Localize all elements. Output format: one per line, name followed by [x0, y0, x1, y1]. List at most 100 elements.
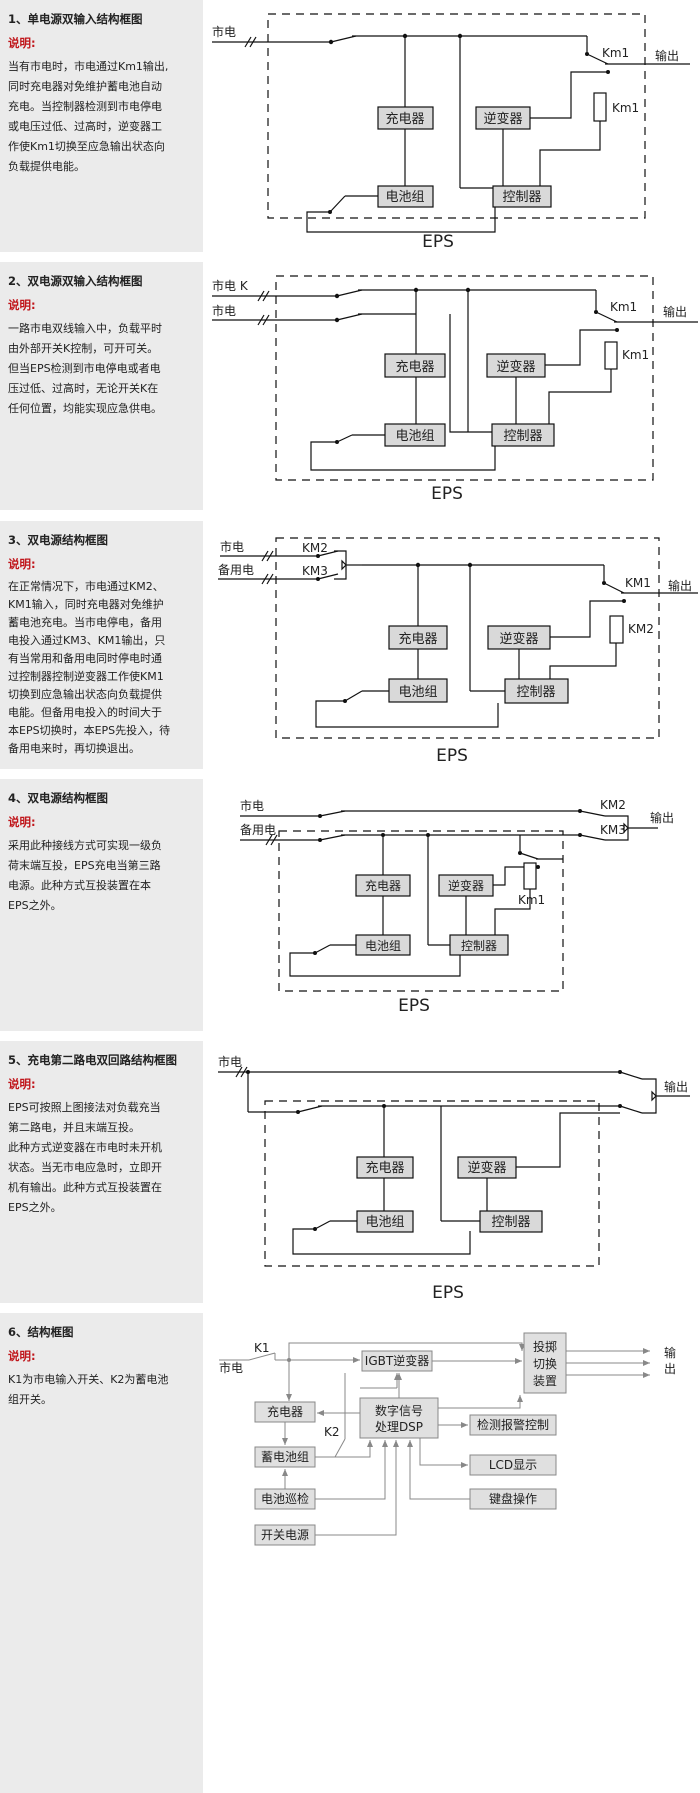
diagram-3: 市电 KM2 备用电 KM3 KM1 输出 充电器 电池组	[218, 537, 698, 766]
controller-box	[479, 1210, 543, 1233]
section-1: 1、单电源双输入结构框图 说明: 当有市电时，市电通过Km1输出, 同时充电器对…	[0, 0, 700, 262]
transfer-switch-label-3: 装置	[533, 1374, 557, 1388]
km3-label: KM3	[302, 564, 328, 578]
eps-label: EPS	[422, 232, 454, 252]
mains-label: 市电	[212, 303, 236, 318]
output-label: 输出	[650, 810, 674, 825]
dsp-label-1: 数字信号	[375, 1403, 423, 1418]
section-title: 2、双电源双输入结构框图	[8, 274, 143, 288]
transfer-switch-label-2: 切换	[533, 1357, 557, 1371]
section-2: 2、双电源双输入结构框图 说明: 一路市电双线输入中，负载平时 由外部开关K控制…	[0, 262, 700, 510]
eps-label: EPS	[431, 484, 463, 504]
km2-contact	[317, 550, 339, 557]
charger-label: 充电器	[267, 1404, 303, 1419]
description-text: 一路市电双线输入中，负载平时 由外部开关K控制，可开可关。 但当EPS检测到市电…	[8, 322, 162, 415]
inverter-label: 逆变器	[467, 1160, 506, 1176]
transfer-switch-label-1: 投掷	[533, 1339, 557, 1354]
description-panel-6: 6、结构框图 说明: K1为市电输入开关、K2为蓄电池 组开关。	[0, 1313, 203, 1793]
mains-switch	[297, 1105, 323, 1113]
section-3: 3、双电源结构框图 说明: 在正常情况下，市电通过KM2、 KM1输入，同时充电…	[0, 521, 700, 779]
lcd-display-box	[469, 1454, 557, 1476]
description-text: 采用此种接线方式可实现一级负 荷末端互投，EPS充电当第三路 电源。此种方式互投…	[8, 839, 162, 912]
description-label: 说明:	[8, 298, 36, 312]
lcd-display-label: LCD显示	[489, 1458, 537, 1472]
description-label: 说明:	[8, 1077, 36, 1091]
battery-switch	[329, 195, 346, 213]
eps-label: EPS	[398, 996, 430, 1016]
charger-box	[384, 353, 446, 378]
charger-label: 充电器	[365, 1160, 404, 1176]
controller-label: 控制器	[516, 685, 555, 700]
mains-label: 市电	[218, 1054, 242, 1069]
transfer-switch-box	[523, 1332, 567, 1394]
diagram-1: 市电 Km1 输出 充电器 电池组 逆变器 控制器 Km1 EPS	[212, 13, 690, 252]
output-label: 输出	[663, 304, 687, 319]
km3-contact	[579, 834, 606, 841]
eps-enclosure	[275, 275, 654, 481]
controller-label: 控制器	[461, 939, 497, 953]
inverter-label: 逆变器	[499, 631, 538, 647]
km1-label: Km1	[602, 46, 629, 60]
km3-contact	[317, 573, 339, 580]
km2-coil-label: KM2	[628, 622, 654, 636]
section-6: 6、结构框图 说明: K1为市电输入开关、K2为蓄电池 组开关。 K1 市电 I…	[0, 1313, 700, 1793]
eps-label: EPS	[436, 746, 468, 766]
km1-label: KM1	[625, 576, 651, 590]
description-panel-1: 1、单电源双输入结构框图 说明: 当有市电时，市电通过Km1输出, 同时充电器对…	[0, 0, 203, 252]
battery-label: 电池组	[398, 685, 437, 700]
description-label: 说明:	[8, 815, 36, 829]
output-label-2: 出	[664, 1362, 676, 1376]
eps-enclosure	[278, 830, 564, 992]
battery-switch	[336, 434, 353, 443]
keyboard-label: 键盘操作	[489, 1491, 537, 1506]
charger-label: 充电器	[385, 111, 424, 127]
charger-label: 充电器	[365, 878, 401, 893]
battery-label: 蓄电池组	[261, 1450, 309, 1464]
km1-coil-label: Km1	[622, 348, 649, 362]
km2-label: KM2	[302, 541, 328, 555]
charger-label: 充电器	[398, 631, 437, 647]
igbt-inverter-label: IGBT逆变器	[365, 1353, 429, 1368]
km1-contact	[595, 311, 618, 323]
eps-enclosure	[267, 13, 646, 219]
backup-label: 备用电	[218, 563, 254, 577]
backup-label: 备用电	[240, 823, 276, 837]
inverter-label: 逆变器	[496, 359, 535, 375]
k2-label: K2	[324, 1425, 340, 1439]
description-label: 说明:	[8, 1349, 36, 1363]
controller-label: 控制器	[503, 429, 542, 444]
inverter-label: 逆变器	[483, 111, 522, 127]
section-title: 1、单电源双输入结构框图	[8, 12, 143, 26]
km1-relay-coil	[604, 341, 618, 370]
controller-box	[504, 678, 569, 704]
eps-enclosure	[275, 537, 660, 739]
km1-label: Km1	[610, 300, 637, 314]
battery-patrol-label: 电池巡检	[261, 1491, 309, 1506]
mains-label: 市电	[212, 24, 236, 39]
alarm-control-box	[469, 1414, 557, 1436]
mains-label: 市电	[219, 1360, 243, 1375]
controller-box	[492, 185, 552, 208]
controller-box	[491, 423, 555, 447]
description-text: 当有市电时，市电通过Km1输出, 同时充电器对免维护蓄电池自动 充电。当控制器检…	[8, 60, 169, 173]
section-title: 4、双电源结构框图	[8, 791, 109, 805]
controller-label: 控制器	[502, 190, 541, 205]
dsp-label-2: 处理DSP	[375, 1420, 423, 1434]
mains-k-label: 市电 K	[212, 278, 249, 293]
k2-switch	[315, 1438, 346, 1458]
diagram-2: 市电 K 市电 Km1 输出 充电器 电池组 逆变器	[212, 275, 698, 504]
km1-contact	[519, 852, 539, 860]
battery-label: 电池组	[365, 1215, 404, 1230]
km2-contact	[579, 810, 606, 817]
diagram-6: K1 市电 IGBT逆变器 投掷 切换 装置 输 出 充电器 蓄电池组 K2 数…	[219, 1332, 676, 1546]
battery-switch	[314, 1220, 331, 1230]
mains-switch	[336, 313, 363, 321]
section-title: 3、双电源结构框图	[8, 533, 109, 547]
description-panel-5: 5、充电第二路电双回路结构框图 说明: EPS可按照上图接法对负载充当 第二路电…	[0, 1041, 203, 1303]
km1-coil-label: Km1	[518, 893, 545, 907]
description-label: 说明:	[8, 36, 36, 50]
km1-relay-coil	[593, 92, 607, 122]
output-label: 输出	[664, 1079, 688, 1094]
charger-label: 充电器	[395, 359, 434, 375]
eps-enclosure	[264, 1100, 600, 1267]
